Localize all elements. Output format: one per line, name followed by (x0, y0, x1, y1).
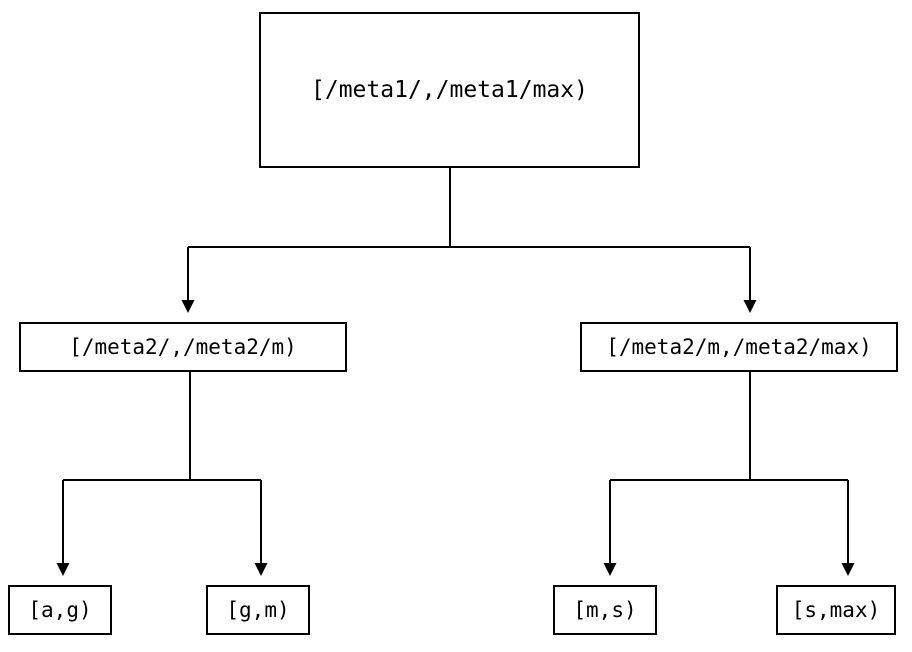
tree-leaf-g-m-label: [g,m) (226, 597, 290, 622)
tree-node-mid-left[interactable]: [/meta2/,/meta2/m) (19, 322, 347, 372)
arrowhead-to-leaf-2 (603, 563, 617, 576)
tree-leaf-m-s-label: [m,s) (573, 597, 637, 622)
tree-leaf-m-s[interactable]: [m,s) (553, 585, 657, 635)
arrowhead-to-leaf-3 (841, 563, 855, 576)
tree-node-mid-left-label: [/meta2/,/meta2/m) (69, 334, 297, 359)
arrowhead-to-leaf-0 (56, 563, 70, 576)
tree-node-root-label: [/meta1/,/meta1/max) (311, 76, 588, 103)
tree-leaf-s-max-label: [s,max) (791, 597, 881, 622)
tree-leaf-g-m[interactable]: [g,m) (206, 585, 310, 635)
arrowhead-to-mid-right (743, 300, 757, 313)
tree-leaf-a-g[interactable]: [a,g) (8, 585, 112, 635)
arrowhead-to-leaf-1 (254, 563, 268, 576)
tree-node-root[interactable]: [/meta1/,/meta1/max) (259, 12, 640, 168)
tree-leaf-s-max[interactable]: [s,max) (776, 585, 896, 635)
tree-node-mid-right[interactable]: [/meta2/m,/meta2/max) (580, 322, 898, 372)
arrowhead-to-mid-left (181, 300, 195, 313)
tree-node-mid-right-label: [/meta2/m,/meta2/max) (606, 334, 872, 359)
tree-leaf-a-g-label: [a,g) (28, 597, 92, 622)
